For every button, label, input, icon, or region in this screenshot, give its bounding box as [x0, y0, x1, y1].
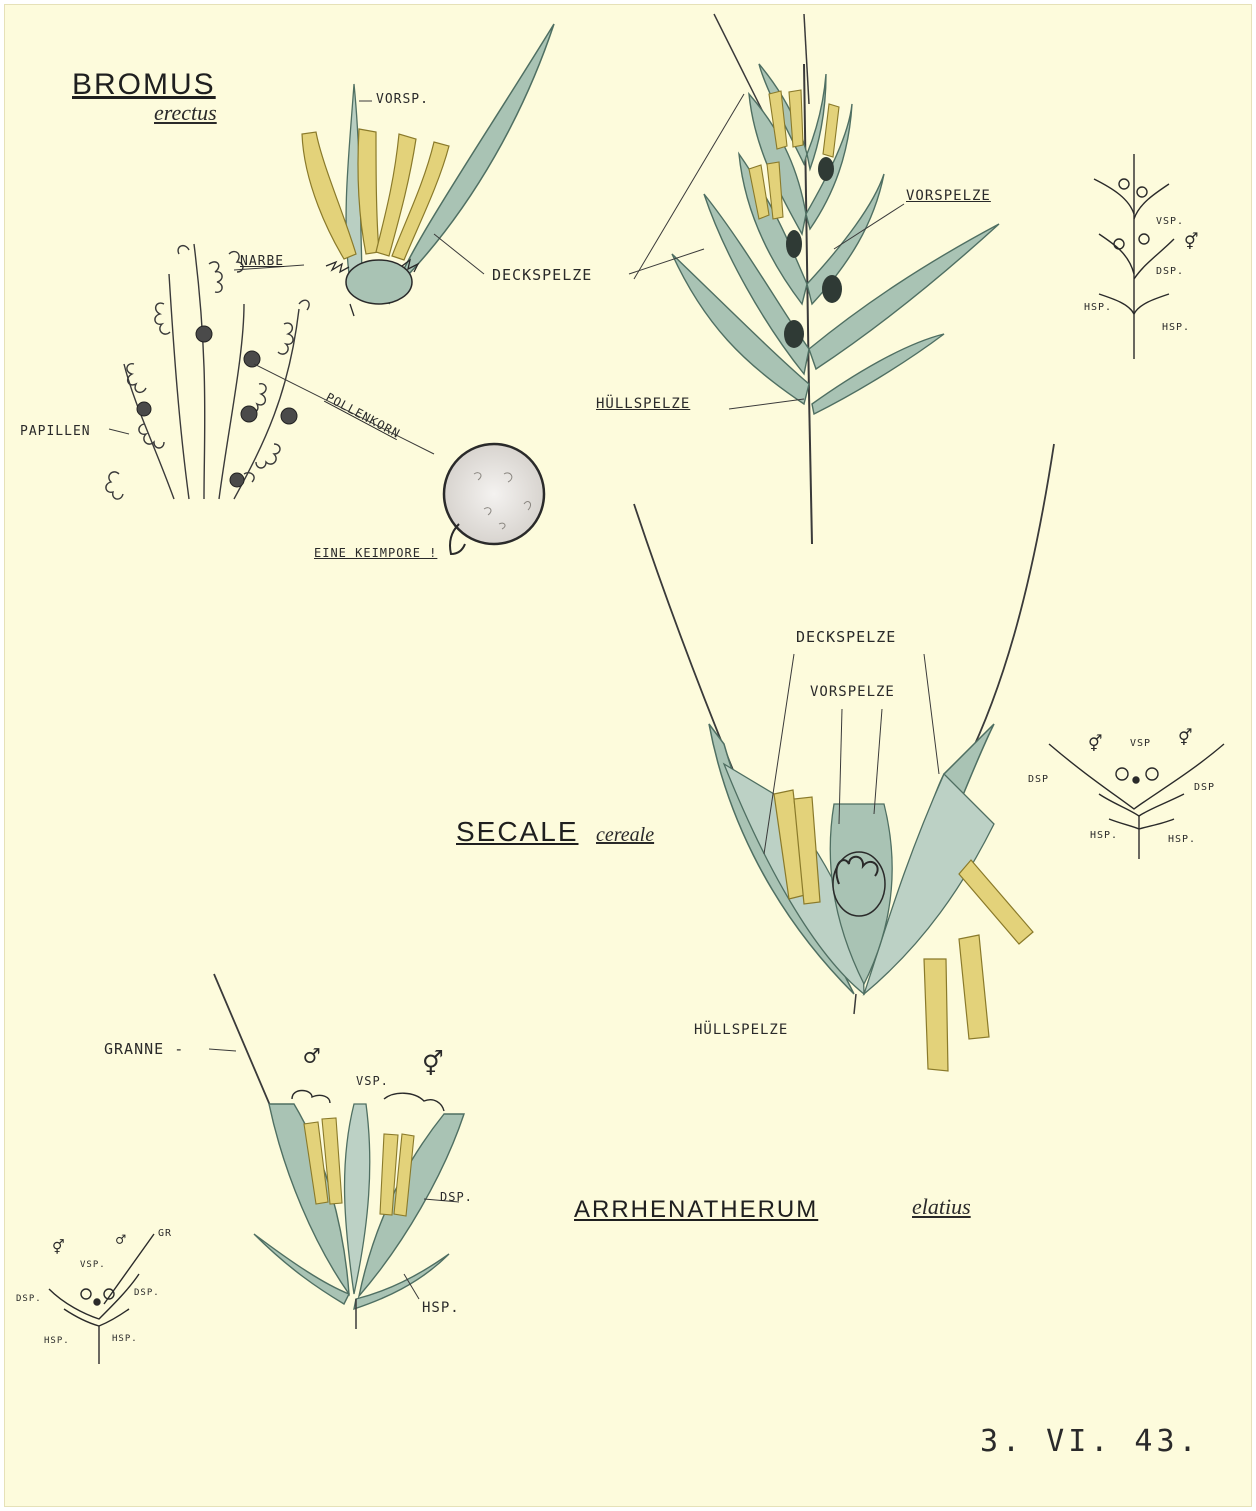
label-secale-diagram-vsp: VSP: [1130, 738, 1151, 749]
label-deckspelze-secale: DECKSPELZE: [796, 628, 896, 646]
label-deckspelze-bromus: DECKSPELZE: [492, 266, 592, 284]
label-secale-diagram-hsp-left: HSP.: [1090, 830, 1118, 841]
label-vorspelze-bromus: VORSPELZE: [906, 188, 991, 204]
label-vorspelze-secale: VORSPELZE: [810, 684, 895, 700]
label-arrhenatherum-vsp: VSP.: [356, 1074, 389, 1088]
papillen-cluster-drawing: [106, 244, 309, 499]
label-secale-diagram-hsp-right: HSP.: [1168, 834, 1196, 845]
date-stamp: 3. VI. 43.: [980, 1424, 1201, 1459]
label-arrhenatherum-hsp: HSP.: [422, 1300, 460, 1316]
arrhenatherum-genus-title: ARRHENATHERUM: [574, 1196, 818, 1224]
label-vorsp: VORSP.: [376, 92, 429, 107]
label-huellspelze-secale: HÜLLSPELZE: [694, 1022, 788, 1038]
label-papillen: PAPILLEN: [20, 424, 91, 439]
label-eine-keimpore: EINE KEIMPORE !: [314, 546, 437, 560]
label-secale-diagram-sex-left: ⚥: [1088, 734, 1103, 753]
label-granne: GRANNE -: [104, 1040, 184, 1058]
label-secale-diagram-dsp-left: DSP: [1028, 774, 1049, 785]
label-arr-diagram-hsp-right: HSP.: [112, 1334, 138, 1344]
label-arr-diagram-dsp-right: DSP.: [134, 1288, 160, 1298]
label-arr-diagram-male: ♂: [116, 1230, 127, 1249]
label-huellspelze-bromus: HÜLLSPELZE: [596, 396, 690, 412]
label-arr-diagram-hsp-left: HSP.: [44, 1336, 70, 1346]
botanical-illustrations: [4, 4, 1252, 1507]
arrhenatherum-species-name: elatius: [912, 1194, 971, 1220]
label-narbe: NARBE: [240, 254, 284, 269]
bromus-spikelet-drawing: [672, 14, 999, 544]
drawing-sheet: BROMUS erectus VORSP. NARBE DECKSPELZE P…: [4, 4, 1252, 1507]
label-bromus-diagram-vsp: VSP.: [1156, 216, 1184, 227]
label-secale-diagram-sex-right: ⚥: [1178, 728, 1193, 747]
pollenkorn-drawing: [444, 444, 544, 554]
label-arr-diagram-gr: GR: [158, 1228, 172, 1239]
arrhenatherum-spikelet-drawing: [214, 974, 464, 1329]
label-secale-diagram-dsp-right: DSP: [1194, 782, 1215, 793]
bromus-species-name: erectus: [154, 100, 217, 126]
label-bromus-diagram-hsp-right: HSP.: [1162, 322, 1190, 333]
bromus-genus-title: BROMUS: [72, 68, 216, 102]
secale-genus-title: SECALE: [456, 816, 579, 848]
label-arr-diagram-dsp-left: DSP.: [16, 1294, 42, 1304]
secale-spikelet-drawing: [634, 444, 1054, 1071]
label-arr-diagram-bisexual: ⚥: [52, 1240, 66, 1256]
label-arrhenatherum-dsp: DSP.: [440, 1190, 473, 1204]
label-bromus-diagram-sex: ⚥: [1184, 232, 1199, 251]
secale-species-name: cereale: [596, 824, 654, 847]
label-bromus-diagram-dsp: DSP.: [1156, 266, 1184, 277]
label-arrhenatherum-male: ♂: [304, 1042, 321, 1072]
label-bromus-diagram-hsp-left: HSP.: [1084, 302, 1112, 313]
secale-floral-diagram: [1049, 744, 1224, 859]
label-arr-diagram-vsp: VSP.: [80, 1260, 106, 1270]
label-arrhenatherum-bisexual: ⚥: [422, 1050, 445, 1078]
